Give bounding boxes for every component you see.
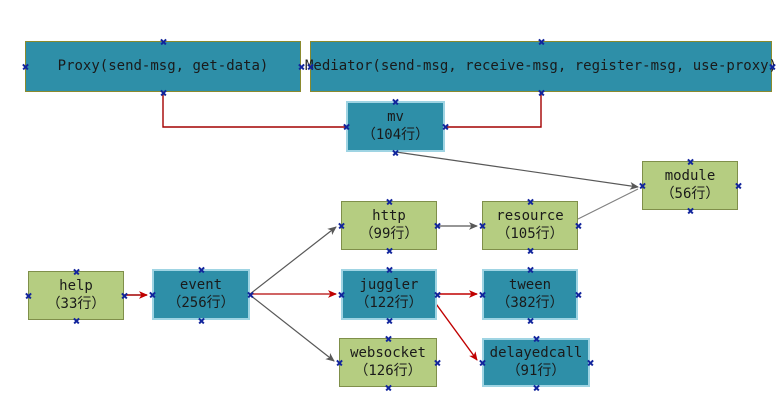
edge-mediator-mv — [445, 92, 542, 128]
edge-event-websocket — [249, 294, 335, 362]
node-http-lines: （99行） — [359, 225, 419, 242]
node-http[interactable]: http （99行） — [341, 201, 437, 250]
node-websocket-name: websocket — [350, 345, 426, 361]
node-mv-name: mv — [387, 109, 404, 125]
node-http-name: http — [372, 208, 406, 224]
edge-proxy-mv — [162, 92, 346, 128]
node-proxy[interactable]: Proxy(send-msg, get-data) — [25, 41, 301, 92]
node-mediator[interactable]: Mediator(send-msg, receive-msg, register… — [305, 41, 777, 92]
node-event[interactable]: event （256行） — [152, 269, 250, 320]
node-help-lines: （33行） — [46, 295, 106, 312]
node-resource[interactable]: resource （105行） — [482, 201, 578, 250]
node-module[interactable]: module （56行） — [642, 161, 738, 210]
node-resource-name: resource — [496, 208, 564, 224]
node-module-name: module — [664, 168, 716, 184]
node-proxy-label: Proxy(send-msg, get-data) — [57, 57, 269, 74]
edge-resource-module — [577, 188, 639, 220]
node-delayedcall-lines: （91行） — [506, 362, 566, 379]
node-juggler-name: juggler — [359, 277, 419, 293]
edge-mv-module — [395, 151, 639, 190]
node-help-name: help — [59, 278, 93, 294]
node-tween-lines: （382行） — [496, 294, 564, 311]
node-event-lines: （256行） — [167, 294, 235, 311]
node-help[interactable]: help （33行） — [28, 271, 124, 320]
node-mediator-label: Mediator(send-msg, receive-msg, register… — [305, 57, 778, 74]
node-mv-lines: （104行） — [361, 126, 430, 143]
node-tween-name: tween — [508, 277, 552, 293]
node-delayedcall[interactable]: delayedcall （91行） — [482, 338, 590, 387]
node-websocket[interactable]: websocket （126行） — [339, 338, 437, 387]
node-juggler-lines: （122行） — [355, 294, 423, 311]
node-delayedcall-name: delayedcall — [489, 345, 583, 361]
edge-event-http — [249, 226, 337, 295]
node-resource-lines: （105行） — [496, 225, 564, 242]
node-mv[interactable]: mv （104行） — [346, 101, 445, 152]
node-websocket-lines: （126行） — [354, 362, 422, 379]
edge-juggler-delayedcall — [430, 296, 478, 361]
node-juggler[interactable]: juggler （122行） — [341, 269, 437, 320]
node-module-lines: （56行） — [660, 185, 720, 202]
node-event-name: event — [179, 277, 223, 293]
node-tween[interactable]: tween （382行） — [482, 269, 578, 320]
